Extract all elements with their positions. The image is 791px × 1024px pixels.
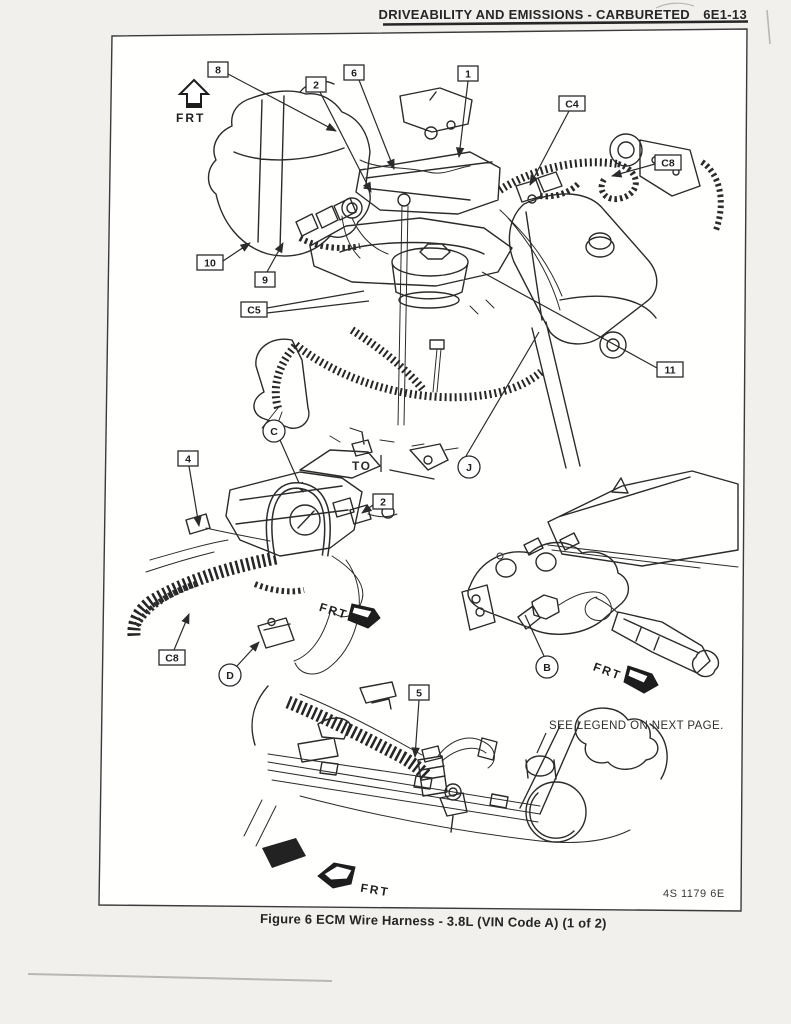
figure-frame [98, 28, 748, 912]
leader-d [236, 641, 260, 667]
carb-outline-art [185, 431, 449, 649]
scan-artifact-squiggle [655, 2, 695, 9]
wire-loom-art [271, 158, 619, 410]
engine-outline-art [207, 80, 701, 469]
carb-detail-art [145, 513, 398, 675]
drawing-number: 4S 1179 6E [663, 888, 725, 900]
leader-6 [358, 79, 395, 170]
callout-box-c5 [240, 301, 268, 318]
to-label: TO [352, 459, 371, 473]
callout-label-6: 6 [351, 68, 357, 80]
callout-box-2b [372, 493, 394, 510]
callout-label-c5: C5 [247, 305, 261, 317]
leader-c5 [266, 290, 370, 314]
hose-art [298, 159, 724, 251]
callout-label-10: 10 [204, 258, 216, 270]
leader-c8 [610, 163, 656, 178]
manifold-detail-art [496, 544, 739, 621]
frt-indicator-bottom: FRT [317, 862, 391, 899]
figure-caption: Figure 6 ECM Wire Harness - 3.8L (VIN Co… [260, 911, 607, 931]
main-engine-diagram [207, 80, 724, 469]
callout-label-4: 4 [185, 454, 191, 466]
leader-11 [481, 271, 658, 369]
frt-label-top: FRT [176, 111, 205, 125]
callout-box-8 [207, 61, 229, 78]
leader-2 [319, 91, 372, 193]
callout-label-8: 8 [215, 65, 221, 77]
leader-c4 [529, 110, 570, 186]
wire-loop-inner [267, 483, 330, 557]
callout-label-11: 11 [664, 365, 675, 377]
callout-circle-c [262, 419, 286, 443]
callout-label-b: B [543, 662, 551, 674]
callout-box-5 [408, 684, 430, 701]
leader-8 [227, 73, 337, 132]
lower-engine-diagram [243, 681, 668, 868]
lower-dark-wedge [262, 838, 306, 868]
legend-note-pointer [536, 732, 547, 754]
callout-label-d: D [226, 670, 234, 682]
callout-box-c4 [558, 95, 586, 112]
harness-trunk-art [127, 551, 278, 637]
leader-c8b [173, 613, 190, 651]
callout-label-c4: C4 [565, 99, 579, 111]
frt-left-arrow-face [323, 865, 353, 881]
callouts-main: 8 2 6 1 C4 C8 10 9 C5 11 C J T [196, 61, 684, 493]
callouts-oxygen-sensor: B [524, 614, 559, 679]
legend-note: SEE LEGEND ON NEXT PAGE. [549, 720, 724, 732]
frt-right-arrow-face-2 [627, 668, 649, 684]
callout-label-2: 2 [313, 80, 319, 92]
callout-label-9: 9 [262, 275, 268, 287]
callout-label-5: 5 [416, 688, 422, 700]
manifold-outline-art [461, 470, 739, 678]
frt-indicator-top: FRT [176, 78, 211, 125]
callout-box-4 [177, 450, 199, 467]
callout-box-9 [254, 271, 276, 288]
harness-detail-diagram [127, 431, 449, 675]
leader-1 [455, 80, 469, 159]
callout-box-2 [305, 76, 327, 93]
callout-box-c8 [654, 154, 682, 171]
callout-circle-d [218, 663, 242, 687]
scan-artifact-edge [766, 9, 771, 45]
callouts-lower-engine: 5 [408, 684, 430, 759]
leader-5 [411, 699, 420, 759]
header-page-code: 6E1-13 [703, 7, 747, 22]
leader-j [465, 331, 540, 457]
callout-label-2b: 2 [380, 497, 386, 509]
lower-loom-art [285, 695, 433, 782]
frt-right-arrow-face [351, 606, 373, 619]
callouts-harness-detail: 4 2 C8 D [158, 450, 394, 687]
oxygen-sensor-diagram [461, 470, 739, 678]
lower-outline-art [251, 681, 668, 843]
callout-label-1: 1 [465, 69, 471, 81]
harness-branch-art [133, 581, 305, 628]
leader-2b [361, 504, 374, 514]
leader-b [524, 614, 545, 657]
header-underline [382, 20, 749, 26]
callout-circle-j [457, 455, 481, 479]
callout-label-c8: C8 [661, 158, 675, 170]
header-title: DRIVEABILITY AND EMISSIONS - CARBURETED [379, 7, 690, 22]
lower-detail-art [243, 693, 631, 847]
callout-box-c8b [158, 649, 186, 666]
callout-label-j: J [466, 462, 472, 474]
leader-10 [222, 242, 251, 262]
callout-circle-b [535, 655, 559, 679]
callout-label-c: C [270, 426, 278, 438]
callout-box-10 [196, 254, 224, 271]
callout-label-c8b: C8 [165, 653, 179, 665]
callout-box-6 [343, 64, 365, 81]
leader-9 [266, 242, 284, 273]
scan-artifact-line [27, 973, 333, 982]
callout-box-11 [656, 361, 684, 378]
callout-box-1 [457, 65, 479, 82]
leader-4 [188, 465, 202, 528]
frt-label-bottom: FRT [360, 881, 391, 899]
